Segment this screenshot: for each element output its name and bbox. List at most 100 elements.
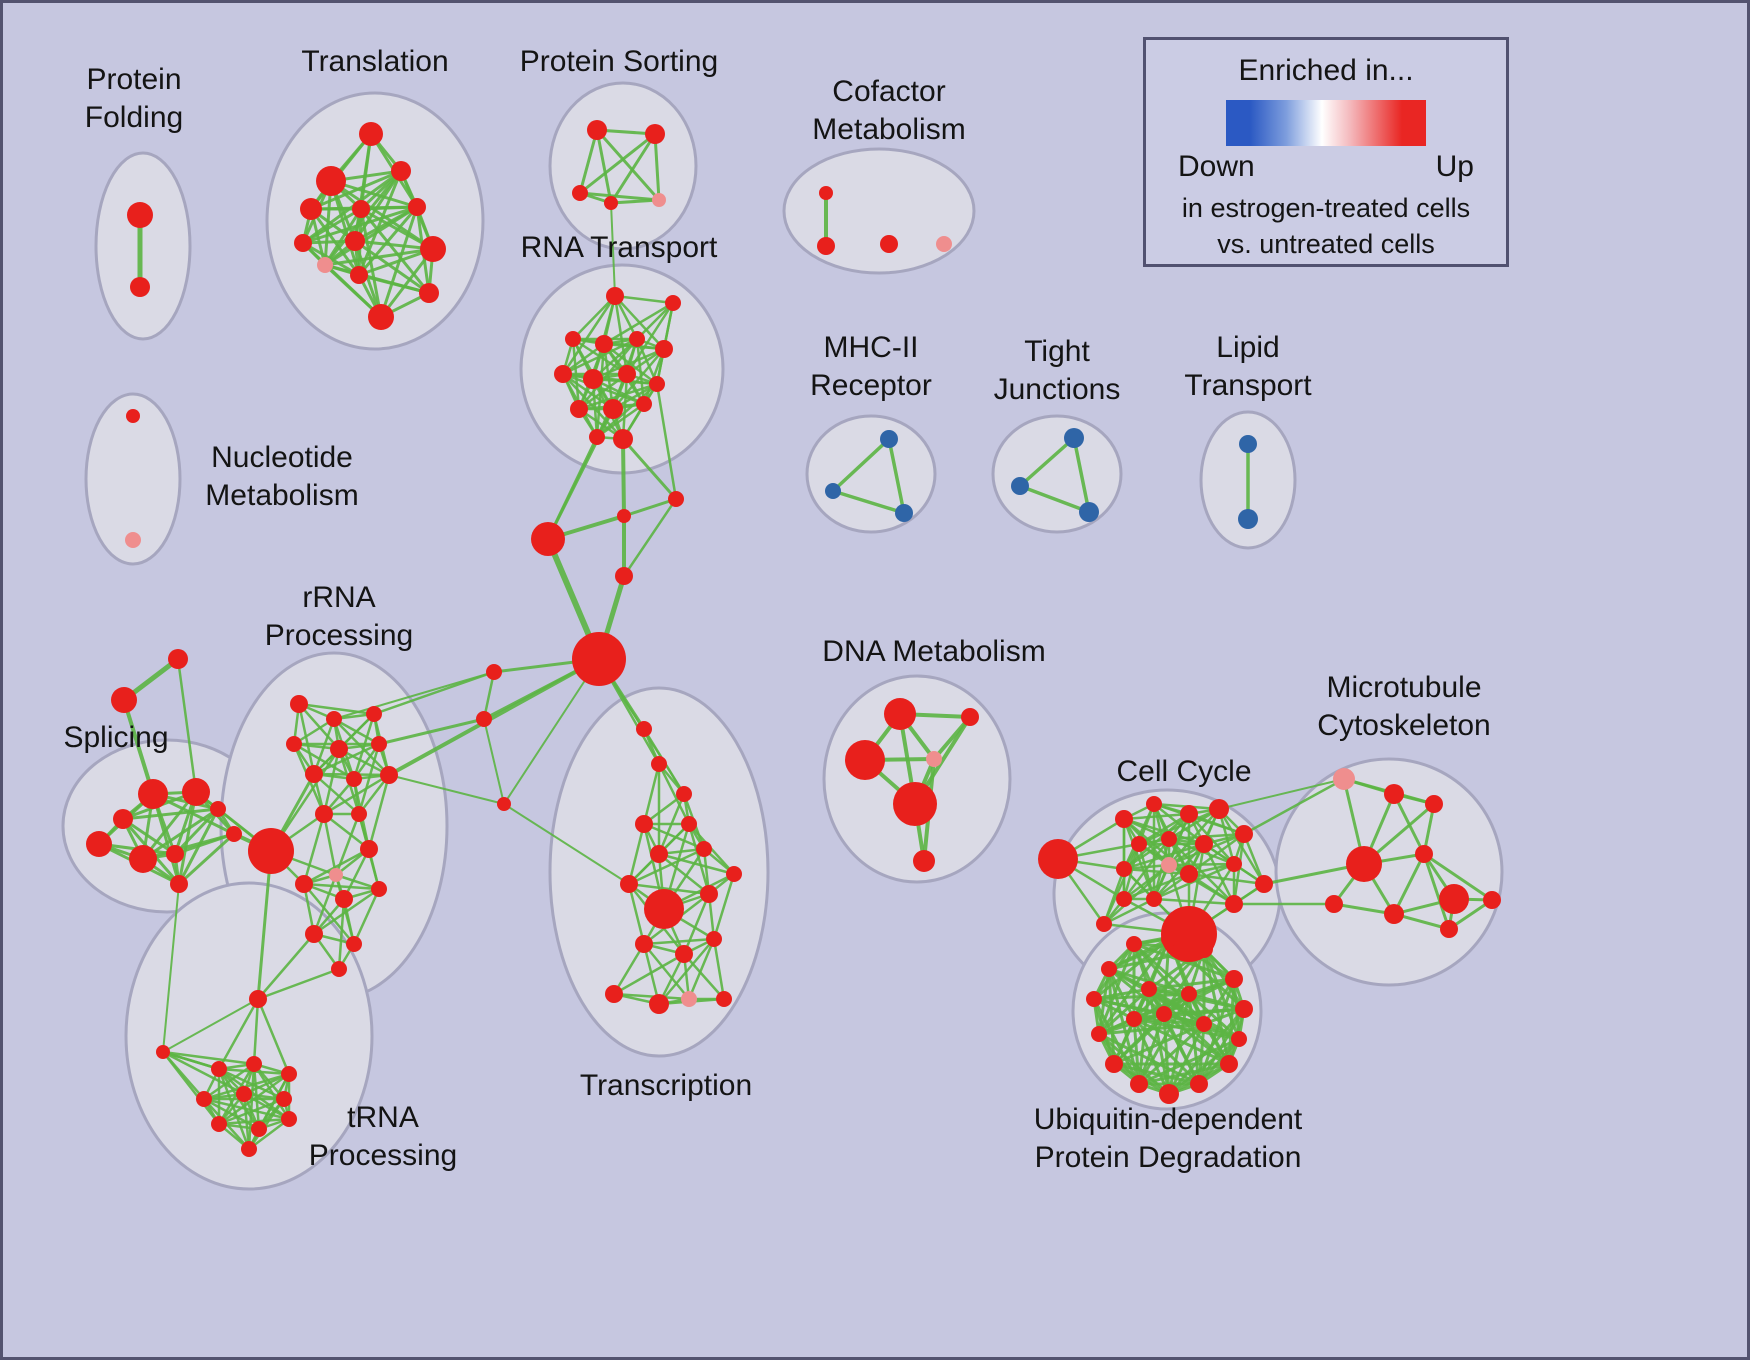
network-node (696, 841, 712, 857)
network-node (570, 400, 588, 418)
network-node (635, 815, 653, 833)
network-edge (1187, 872, 1266, 886)
network-edge (546, 407, 615, 541)
network-edge (1107, 967, 1116, 1066)
network-edge (1137, 807, 1221, 846)
network-node (166, 845, 184, 863)
network-node (649, 994, 669, 1014)
network-node (1190, 1075, 1208, 1093)
network-edge (202, 1062, 256, 1101)
network-node (1146, 891, 1162, 907)
network-edge (177, 790, 198, 886)
network-node (726, 866, 742, 882)
network-edge (657, 852, 736, 876)
network-node (895, 504, 913, 522)
network-node (603, 399, 623, 419)
network-node (1180, 805, 1198, 823)
network-edge (687, 822, 711, 896)
legend-down-label: Down (1178, 150, 1255, 183)
network-edge (217, 1097, 286, 1126)
legend-up-label: Up (1435, 150, 1474, 183)
network-node (1425, 795, 1443, 813)
network-edge (561, 294, 617, 376)
network-edge (301, 207, 363, 245)
network-node (644, 889, 684, 929)
network-edge (256, 849, 273, 1001)
legend-gradient-bar (1226, 100, 1426, 146)
network-node (531, 522, 565, 556)
network-node (251, 1121, 267, 1137)
network-edge (247, 1062, 256, 1151)
network-node (655, 340, 673, 358)
network-edge (337, 897, 346, 971)
network-node (1115, 810, 1133, 828)
network-edge (322, 812, 338, 877)
network-node (1415, 845, 1433, 863)
network-node (497, 797, 511, 811)
network-node (817, 237, 835, 255)
network-edge (503, 658, 600, 805)
network-edge (1137, 1062, 1231, 1086)
network-edge (1392, 852, 1426, 916)
network-edge (578, 191, 661, 202)
network-node (605, 985, 623, 1003)
network-edge (323, 205, 419, 267)
network-node (936, 236, 952, 252)
network-node (1146, 796, 1162, 812)
network-node (665, 295, 681, 311)
cluster-ellipse-nucleotide-metabolism (84, 392, 182, 566)
network-node (211, 1116, 227, 1132)
network-node (589, 429, 605, 445)
network-edge (122, 698, 155, 796)
network-edge (367, 773, 391, 851)
network-edge (1018, 484, 1091, 514)
network-edge (571, 294, 617, 341)
network-edge (642, 762, 661, 826)
network-node (1101, 961, 1117, 977)
network-node (893, 782, 937, 826)
network-edge (602, 301, 675, 346)
network-edge (252, 1062, 291, 1121)
network-node (649, 376, 665, 392)
network-node (913, 850, 935, 872)
network-node (236, 1086, 252, 1102)
network-edge (655, 382, 678, 501)
network-node (316, 166, 346, 196)
network-edge (1132, 1017, 1171, 1096)
network-node (716, 991, 732, 1007)
network-node (1086, 991, 1102, 1007)
network-node (1225, 895, 1243, 913)
network-node (249, 990, 267, 1008)
network-node (1325, 895, 1343, 913)
network-node (1181, 986, 1197, 1002)
network-node (1195, 835, 1213, 853)
network-node (613, 429, 633, 449)
network-node (1011, 477, 1029, 495)
network-edge (1187, 872, 1236, 906)
network-node (572, 632, 626, 686)
network-edge (1132, 1017, 1141, 1086)
network-node (1196, 1016, 1212, 1032)
network-edge (627, 822, 646, 886)
network-edge (151, 792, 236, 836)
network-edge (1137, 1012, 1166, 1086)
network-node (246, 1056, 262, 1072)
network-node (1226, 856, 1242, 872)
network-node (1159, 1084, 1179, 1104)
network-node (819, 186, 833, 200)
network-edge (173, 832, 236, 856)
network-node (961, 708, 979, 726)
network-edge (612, 942, 646, 996)
network-edge (141, 807, 220, 861)
network-node (226, 826, 242, 842)
network-edge (682, 892, 711, 956)
network-node (290, 695, 308, 713)
network-node (681, 816, 697, 832)
network-edge (323, 247, 435, 267)
network-node (345, 231, 365, 251)
network-edge (1122, 837, 1171, 871)
network-edge (642, 937, 716, 946)
network-edge (1218, 778, 1345, 810)
network-edge (609, 198, 661, 205)
network-edge (1202, 842, 1236, 906)
